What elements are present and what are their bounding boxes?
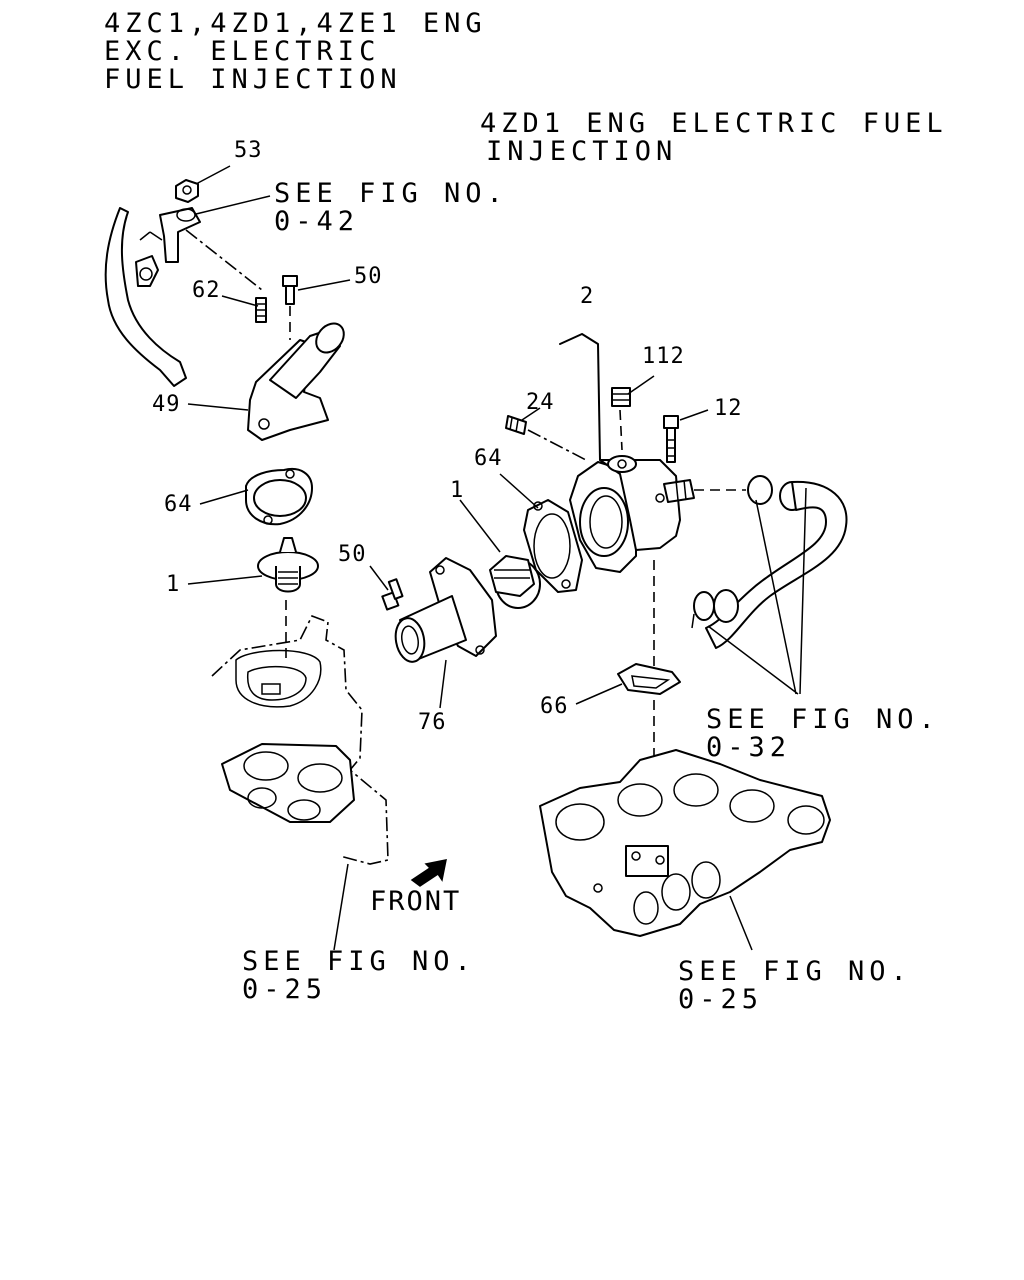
callout-2: 2 [580, 284, 595, 309]
front-direction-label: FRONT [370, 886, 462, 917]
nut-53 [175, 179, 199, 203]
header-variant-a-line3: FUEL INJECTION [104, 64, 402, 95]
stud-24 [505, 415, 527, 435]
ref-fig-042-line1: SEE FIG NO. [274, 178, 508, 209]
ref-fig-032-line1: SEE FIG NO. [706, 704, 940, 735]
ref-fig-042-line2: 0-42 [274, 206, 360, 237]
hose-bracket-assembly [104, 207, 201, 387]
intake-manifold-right [539, 749, 831, 937]
header-variant-a-line1: 4ZC1,4ZD1,4ZE1 ENG [104, 8, 487, 39]
water-outlet-49 [247, 322, 345, 441]
gasket-66 [617, 663, 681, 695]
callout-49: 49 [152, 392, 181, 417]
callout-1-right: 1 [450, 478, 465, 503]
thermostat-housing-76 [394, 557, 497, 663]
callout-50-right: 50 [338, 542, 367, 567]
bolt-50-left [282, 275, 298, 305]
thermostat-1-right [489, 555, 541, 609]
callout-64-right: 64 [474, 446, 503, 471]
callout-12: 12 [714, 396, 743, 421]
plug-112 [611, 387, 631, 407]
header-variant-a-line2: EXC. ELECTRIC [104, 36, 381, 67]
water-hose [691, 475, 848, 649]
callout-62: 62 [192, 278, 221, 303]
callout-64-left: 64 [164, 492, 193, 517]
gasket-64-right [523, 499, 583, 593]
thermostat-case-2 [569, 455, 695, 573]
ref-fig-025-right-line1: SEE FIG NO. [678, 956, 912, 987]
bolt-50-right [381, 578, 404, 611]
ref-fig-025-right-line2: 0-25 [678, 984, 764, 1015]
callout-50-left: 50 [354, 264, 383, 289]
callout-66: 66 [540, 694, 569, 719]
callout-76: 76 [418, 710, 447, 735]
callout-1-left: 1 [166, 572, 181, 597]
front-arrow-icon [410, 859, 447, 887]
cylinder-head-left [211, 614, 389, 865]
gasket-64-left [245, 468, 313, 526]
thermostat-1-left [257, 537, 319, 593]
ref-fig-032-line2: 0-32 [706, 732, 792, 763]
stud-62 [255, 297, 267, 323]
header-variant-b-line1: 4ZD1 ENG ELECTRIC FUEL [480, 108, 948, 139]
callout-112: 112 [642, 344, 685, 369]
header-variant-b-line2: INJECTION [486, 136, 678, 167]
callout-53: 53 [234, 138, 263, 163]
ref-fig-025-left-line2: 0-25 [242, 974, 328, 1005]
ref-fig-025-left-line1: SEE FIG NO. [242, 946, 476, 977]
bolt-12 [663, 415, 679, 463]
callout-24: 24 [526, 390, 555, 415]
